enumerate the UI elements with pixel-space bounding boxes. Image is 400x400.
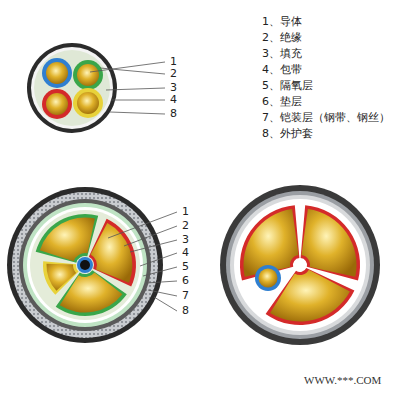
callout-number: 2 [170,67,177,80]
legend-item: 7、铠装层（钢带、钢丝） [262,111,390,124]
legend-item: 5、隔氧层 [262,79,313,92]
callout-number: 7 [182,289,189,302]
callout-number: 3 [182,233,189,246]
conductor [301,209,356,277]
conductor [270,270,350,322]
callout-number: 1 [170,55,177,68]
callout-number: 6 [182,274,189,287]
legend-item: 1、导体 [262,15,302,28]
leader-lines [108,212,177,311]
legend-item: 8、外护套 [262,127,313,140]
core-insulation [43,261,79,294]
callout-number: 2 [182,219,189,232]
callout-number: 3 [170,81,177,94]
leader-lines [90,62,165,114]
conductor [46,264,76,291]
callout-number: 4 [170,93,177,106]
callout-number: 8 [170,107,177,120]
callout-number: 1 [182,205,189,218]
core-insulation [301,205,360,280]
legend-item: 2、绝缘 [262,31,302,44]
callout-number: 5 [182,260,189,273]
small-cable [27,43,117,133]
callout-number: 8 [182,304,189,317]
watermark: WWW.***.COM [304,374,381,387]
legend-item: 6、垫层 [262,95,302,108]
conductor [40,217,95,261]
legend-item: 3、填充 [262,47,302,60]
core-insulation [36,214,98,263]
armoured-cable [7,187,163,343]
callout-number: 4 [182,246,189,259]
plain-cable [220,185,380,345]
legend-item: 4、包带 [262,63,302,76]
